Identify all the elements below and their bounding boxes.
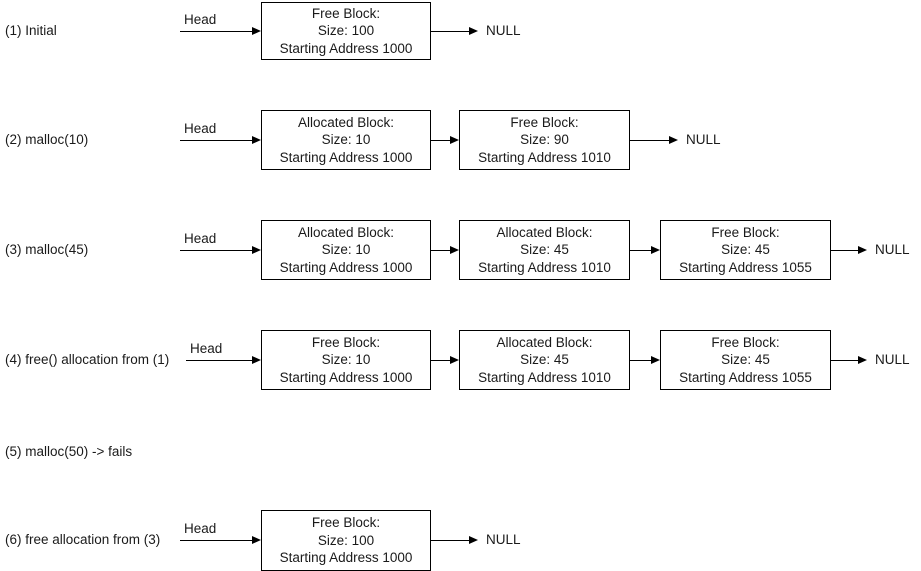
memory-block-line: Size: 45 <box>520 352 569 368</box>
null-arrow-line <box>831 360 858 361</box>
step-label: (5) malloc(50) -> fails <box>5 444 133 459</box>
head-label: Head <box>184 521 217 536</box>
memory-block-line: Size: 100 <box>317 532 375 548</box>
memory-block-line: Size: 100 <box>317 23 375 39</box>
memory-block-line: Free Block: <box>311 5 381 21</box>
connector-line <box>630 250 651 251</box>
memory-block-line: Free Block: <box>311 334 381 350</box>
memory-block-line: Starting Address 1055 <box>679 259 812 275</box>
null-arrow-tip <box>858 356 867 364</box>
null-label: NULL <box>875 242 910 257</box>
connector-line <box>431 360 450 361</box>
memory-block-line: Free Block: <box>311 515 381 531</box>
memory-block-line: Size: 10 <box>321 242 371 258</box>
memory-block-line: Size: 90 <box>520 132 569 148</box>
memory-block-line: Starting Address 1010 <box>478 369 611 385</box>
memory-block-line: Starting Address 1010 <box>478 149 611 165</box>
connector-line <box>630 360 651 361</box>
connector-arrow-tip <box>651 246 660 254</box>
head-arrow-line <box>186 360 252 361</box>
head-arrow-tip <box>252 27 261 35</box>
head-label: Head <box>190 341 223 356</box>
connector-arrow-tip <box>450 356 459 364</box>
null-arrow-tip <box>669 136 678 144</box>
null-arrow-tip <box>858 246 867 254</box>
memory-block-line: Size: 10 <box>321 352 371 368</box>
head-arrow-line <box>180 250 252 251</box>
memory-block-line: Free Block: <box>510 114 579 130</box>
head-label: Head <box>184 231 217 246</box>
memory-block-line: Size: 10 <box>321 132 371 148</box>
head-arrow-line <box>180 140 252 141</box>
step-label: (3) malloc(45) <box>5 242 89 257</box>
head-arrow-tip <box>252 136 261 144</box>
head-arrow-tip <box>252 246 261 254</box>
head-arrow-tip <box>252 536 261 544</box>
null-arrow-line <box>431 31 469 32</box>
head-arrow-line <box>180 31 252 32</box>
null-arrow-tip <box>469 27 478 35</box>
head-label: Head <box>184 12 217 27</box>
null-label: NULL <box>486 532 521 547</box>
memory-block-line: Free Block: <box>711 224 780 240</box>
null-label: NULL <box>486 23 521 38</box>
null-arrow-line <box>431 540 469 541</box>
head-arrow-line <box>180 540 252 541</box>
null-label: NULL <box>686 132 721 147</box>
connector-arrow-tip <box>450 246 459 254</box>
memory-block-line: Starting Address 1010 <box>478 259 611 275</box>
connector-arrow-tip <box>450 136 459 144</box>
step-label: (4) free() allocation from (1) <box>5 352 170 367</box>
memory-block-line: Size: 45 <box>721 352 770 368</box>
memory-block-line: Starting Address 1000 <box>279 369 413 385</box>
null-arrow-line <box>831 250 858 251</box>
memory-block-line: Allocated Block: <box>297 114 395 130</box>
memory-block-line: Free Block: <box>711 334 780 350</box>
head-label: Head <box>184 121 217 136</box>
connector-line <box>431 250 450 251</box>
memory-block-line: Allocated Block: <box>496 224 593 240</box>
memory-block-line: Starting Address 1000 <box>279 149 413 165</box>
memory-block-line: Size: 45 <box>721 242 770 258</box>
memory-block-line: Allocated Block: <box>496 334 593 350</box>
memory-block-line: Size: 45 <box>520 242 569 258</box>
head-arrow-tip <box>252 356 261 364</box>
null-label: NULL <box>875 352 910 367</box>
memory-block-line: Allocated Block: <box>297 224 395 240</box>
step-label: (2) malloc(10) <box>5 132 89 147</box>
step-label: (6) free allocation from (3) <box>5 532 161 547</box>
connector-arrow-tip <box>651 356 660 364</box>
memory-block-line: Starting Address 1000 <box>279 550 413 566</box>
memory-block-line: Starting Address 1000 <box>279 259 413 275</box>
step-label: (1) Initial <box>5 23 57 38</box>
null-arrow-line <box>630 140 669 141</box>
connector-line <box>431 140 450 141</box>
memory-block-line: Starting Address 1055 <box>679 369 812 385</box>
null-arrow-tip <box>469 536 478 544</box>
memory-block-line: Starting Address 1000 <box>279 40 413 56</box>
